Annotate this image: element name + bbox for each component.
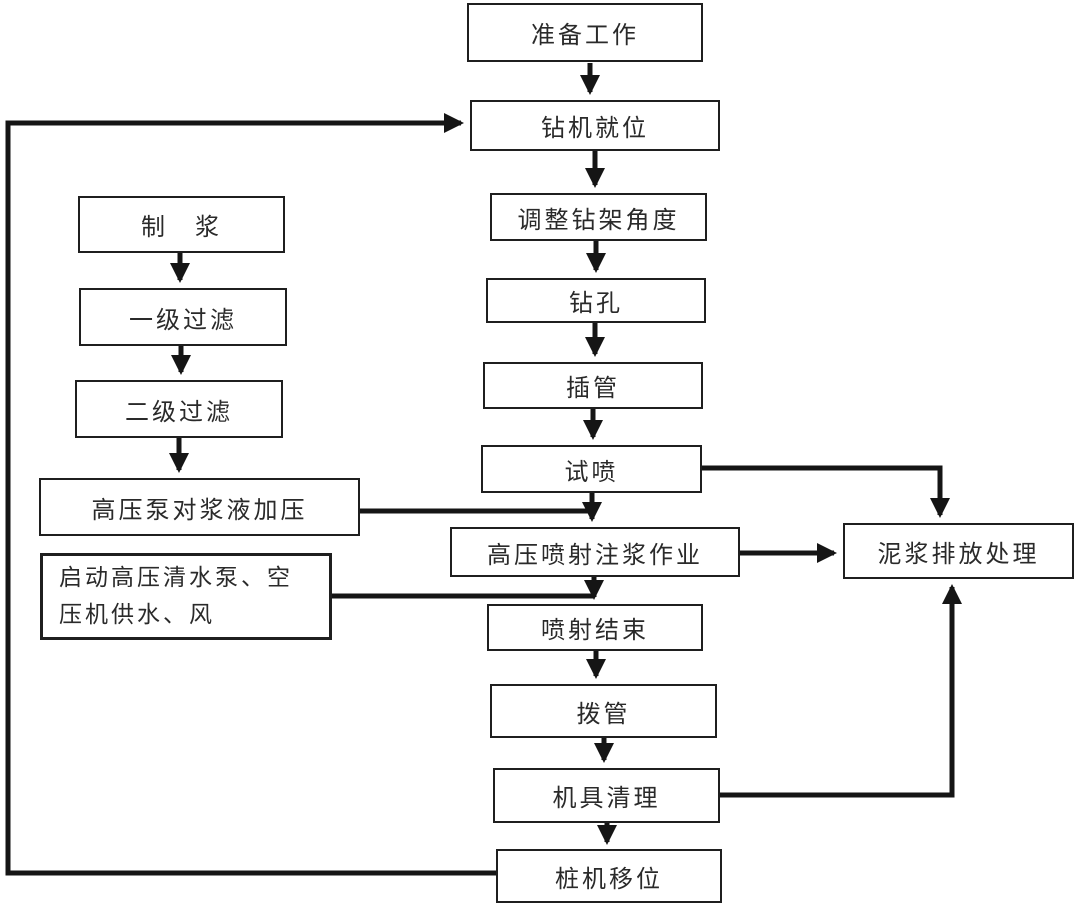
node-drill-hole: 钻孔 [486, 278, 706, 323]
node-rig-in-place: 钻机就位 [470, 100, 720, 151]
node-mud-discharge: 泥浆排放处理 [843, 523, 1074, 579]
node-start-pumps: 启动高压清水泵、空压机供水、风 [40, 553, 332, 640]
node-first-filter: 一级过滤 [79, 288, 287, 346]
node-insert-pipe: 插管 [483, 362, 703, 409]
node-trial-jet: 试喷 [481, 445, 702, 493]
arrow-move-to-rig-loop [5, 113, 497, 876]
node-pull-pipe: 拨管 [490, 684, 717, 738]
node-prep-work: 准备工作 [467, 3, 703, 62]
arrow-trial-to-mud [702, 465, 950, 518]
node-hp-pump: 高压泵对浆液加压 [39, 478, 360, 536]
node-make-slurry: 制 浆 [78, 196, 285, 253]
arrow-clean-to-mud [720, 584, 962, 798]
node-pile-rig-move: 桩机移位 [496, 849, 722, 903]
node-jet-end: 喷射结束 [487, 604, 703, 651]
node-adjust-angle: 调整钻架角度 [490, 193, 707, 241]
node-jet-grouting: 高压喷射注浆作业 [450, 527, 740, 577]
node-second-filter: 二级过滤 [75, 380, 283, 438]
node-equipment-clean: 机具清理 [493, 768, 720, 823]
